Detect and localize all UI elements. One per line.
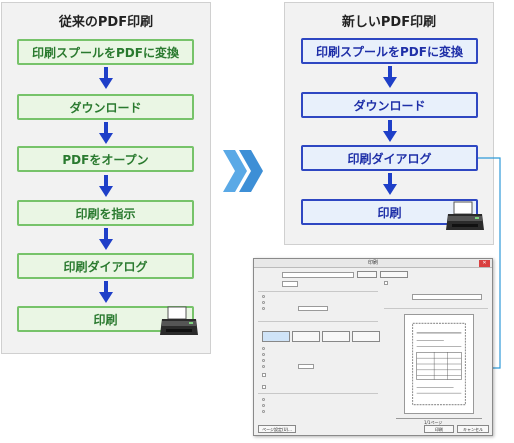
checkbox-grayscale [384,281,388,285]
properties-button [357,271,377,278]
right-step-download: ダウンロード [301,92,478,118]
double-chevron-right-icon [223,150,263,192]
multiple-option [322,331,350,342]
page-slider [396,418,482,419]
radio-pages [262,307,265,310]
copies-field [282,281,298,287]
scale-field [298,364,314,369]
printer-icon [160,306,198,335]
left-arrow-down-icon [99,228,113,250]
new-flow-title: 新しいPDF印刷 [341,15,437,30]
divider [258,393,378,394]
close-icon: ✕ [479,260,490,267]
poster-option [292,331,320,342]
left-step-download: ダウンロード [17,94,194,120]
page-setup-button: ページ設定(U)... [258,425,296,433]
checkbox-duplex [262,385,266,389]
radio-landscape [262,410,265,413]
size-option [262,331,290,342]
dialog-titlebar: 印刷 ✕ [254,259,492,268]
conventional-flow-title: 従来のPDF印刷 [58,15,154,30]
radio-custom [262,365,265,368]
radio-all [262,295,265,298]
left-step-convert-spool: 印刷スプールをPDFに変換 [17,39,194,65]
left-arrow-down-icon [99,122,113,144]
right-step-convert-spool: 印刷スプールをPDFに変換 [301,38,478,64]
divider [258,321,378,322]
left-arrow-down-icon [99,175,113,197]
left-step-print-dialog: 印刷ダイアログ [17,253,194,279]
divider [258,291,378,292]
radio-fit [262,347,265,350]
right-arrow-down-icon [383,66,397,88]
left-step-open-pdf: PDFをオープン [17,146,194,172]
print-button: 印刷 [424,425,454,433]
print-preview-page [404,314,474,414]
radio-shrink [262,359,265,362]
right-step-print-dialog: 印刷ダイアログ [301,145,478,171]
left-step-instruct-print: 印刷を指示 [17,200,194,226]
left-arrow-down-icon [99,67,113,89]
page-count: 1/1ページ [424,420,443,425]
pages-field [298,306,328,311]
dialog-title: 印刷 [367,260,378,266]
checkbox-paper-source [262,373,266,377]
radio-current [262,301,265,304]
printer-select [282,272,354,278]
radio-actual [262,353,265,356]
right-arrow-down-icon [383,120,397,142]
print-dialog-screenshot: 印刷 ✕ [253,258,493,436]
cancel-button: キャンセル [457,425,489,433]
comments-forms-select [412,294,482,300]
advanced-button [380,271,408,278]
divider [384,308,488,309]
radio-portrait [262,404,265,407]
booklet-option [352,331,380,342]
right-arrow-down-icon [383,173,397,195]
document-preview [412,322,466,406]
printer-icon [446,201,484,230]
radio-auto-orientation [262,398,265,401]
left-arrow-down-icon [99,281,113,303]
